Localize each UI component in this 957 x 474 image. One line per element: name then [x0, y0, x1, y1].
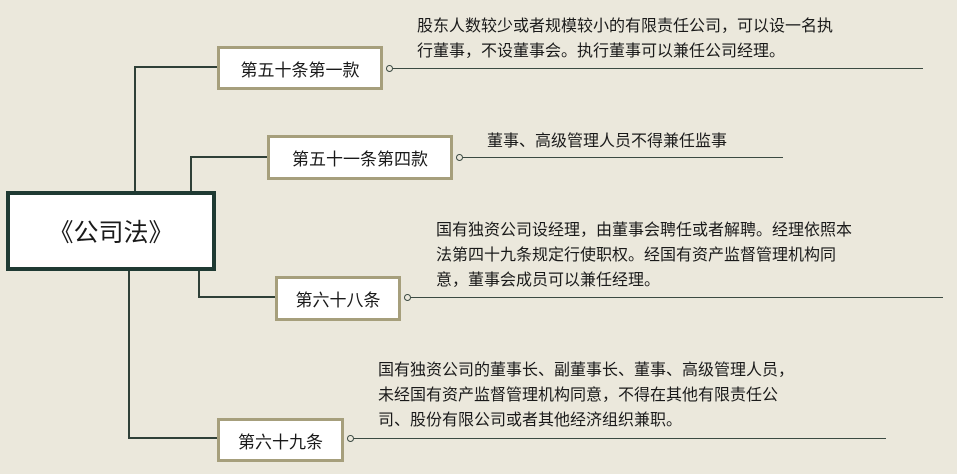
- note-line: 国有独资公司设经理，由董事会聘任或者解聘。经理依照本: [436, 220, 853, 239]
- branch-label-4: 第六十九条: [238, 432, 323, 453]
- note-text-4: 国有独资公司的董事长、副董事长、董事、高级管理人员， 未经国有资产监督管理机构同…: [378, 357, 794, 432]
- branch-node-3[interactable]: 第六十八条: [275, 276, 401, 321]
- note-line: 法第四十九条规定行使职权。经国有资产监督管理机构同: [436, 245, 837, 264]
- note-text-1: 股东人数较少或者规模较小的有限责任公司，可以设一名执 行董事，不设董事会。执行董…: [417, 13, 833, 63]
- connector-branch-2-horizontal: [190, 156, 268, 158]
- connector-branch-1-vertical: [134, 66, 136, 191]
- branch-node-1[interactable]: 第五十条第一款: [217, 46, 383, 90]
- connector-branch-1-horizontal: [134, 66, 218, 68]
- collapse-handle-3[interactable]: [404, 294, 411, 301]
- connector-branch-3-horizontal: [198, 296, 277, 298]
- note-underline-2: [463, 157, 783, 158]
- root-node[interactable]: 《公司法》: [6, 191, 216, 271]
- collapse-handle-2[interactable]: [456, 154, 463, 161]
- branch-node-4[interactable]: 第六十九条: [217, 418, 344, 462]
- connector-branch-2-vertical: [190, 156, 192, 191]
- note-text-2: 董事、高级管理人员不得兼任监事: [487, 128, 727, 153]
- note-underline-4: [354, 438, 886, 439]
- collapse-handle-4[interactable]: [347, 435, 354, 442]
- branch-label-1: 第五十条第一款: [240, 60, 360, 81]
- branch-node-2[interactable]: 第五十一条第四款: [267, 135, 453, 180]
- note-underline-3: [411, 297, 943, 298]
- connector-branch-4-horizontal: [128, 437, 218, 439]
- note-line: 意，董事会成员可以兼任经理。: [436, 270, 661, 289]
- note-underline-1: [393, 68, 923, 69]
- branch-label-3: 第六十八条: [295, 291, 381, 311]
- connector-branch-3-vertical: [198, 267, 200, 298]
- note-line: 国有独资公司的董事长、副董事长、董事、高级管理人员，: [378, 360, 795, 379]
- note-line: 行董事，不设董事会。执行董事可以兼任公司经理。: [417, 41, 786, 60]
- root-label: 《公司法》: [48, 218, 174, 247]
- note-line: 董事、高级管理人员不得兼任监事: [487, 131, 728, 150]
- connector-branch-4-vertical: [128, 267, 130, 439]
- note-line: 未经国有资产监督管理机构同意，不得在其他有限责任公: [378, 385, 779, 404]
- collapse-handle-1[interactable]: [386, 65, 393, 72]
- note-line: 司、股份有限公司或者其他经济组织兼职。: [378, 410, 683, 429]
- note-text-3: 国有独资公司设经理，由董事会聘任或者解聘。经理依照本 法第四十九条规定行使职权。…: [436, 217, 852, 292]
- note-line: 股东人数较少或者规模较小的有限责任公司，可以设一名执: [417, 16, 834, 35]
- branch-label-2: 第五十一条第四款: [292, 150, 428, 170]
